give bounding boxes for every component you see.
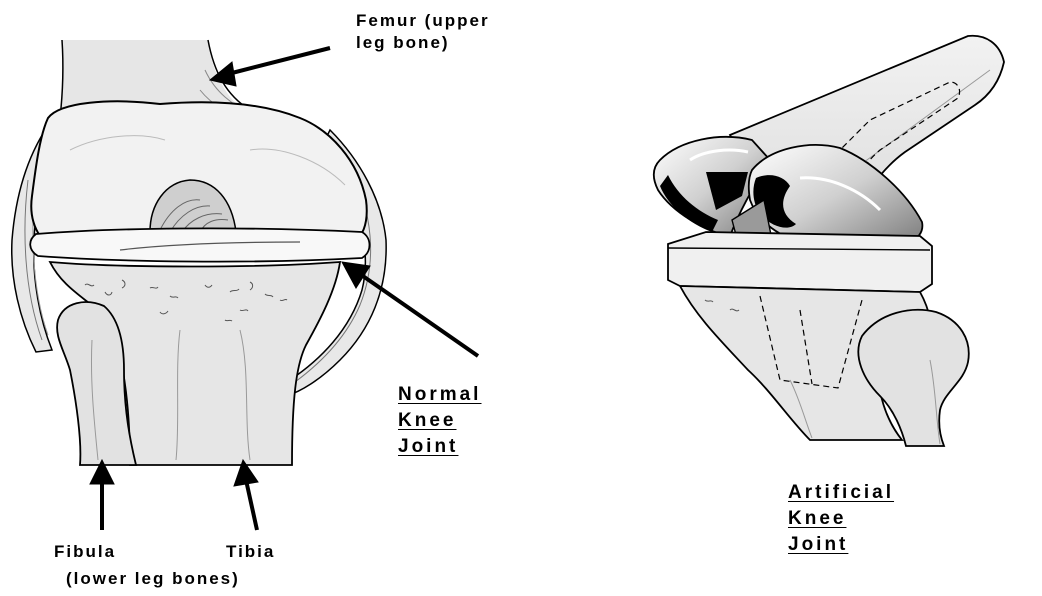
artificial-knee-illustration <box>654 36 1004 446</box>
artificial-knee-label-line1: Artificial <box>788 480 894 506</box>
lower-leg-label-text: (lower leg bones) <box>66 569 240 588</box>
fibula-label: Fibula <box>54 541 116 563</box>
normal-knee-label-line3: Joint <box>398 434 481 460</box>
tibial-insert <box>668 232 932 292</box>
meniscus <box>30 228 369 261</box>
artificial-knee-label-line3: Joint <box>788 532 894 558</box>
lower-leg-label: (lower leg bones) <box>66 568 240 590</box>
fibula-label-text: Fibula <box>54 542 116 561</box>
normal-knee-label-line1: Normal <box>398 382 481 408</box>
normal-knee-label-line2: Knee <box>398 408 481 434</box>
femur-arrow <box>228 48 330 74</box>
tibia-label: Tibia <box>226 541 275 563</box>
normal-knee-arrow <box>360 274 478 356</box>
femur-label-line1: Femur (upper <box>356 10 490 32</box>
artificial-knee-label-line2: Knee <box>788 506 894 532</box>
tibia-arrow <box>246 480 257 530</box>
tibia-label-text: Tibia <box>226 542 275 561</box>
artificial-knee-label: Artificial Knee Joint <box>788 480 894 558</box>
femur-label: Femur (upper leg bone) <box>356 10 490 54</box>
femur-label-line2: leg bone) <box>356 32 490 54</box>
normal-knee-label: Normal Knee Joint <box>398 382 481 460</box>
normal-knee-illustration <box>12 40 386 465</box>
